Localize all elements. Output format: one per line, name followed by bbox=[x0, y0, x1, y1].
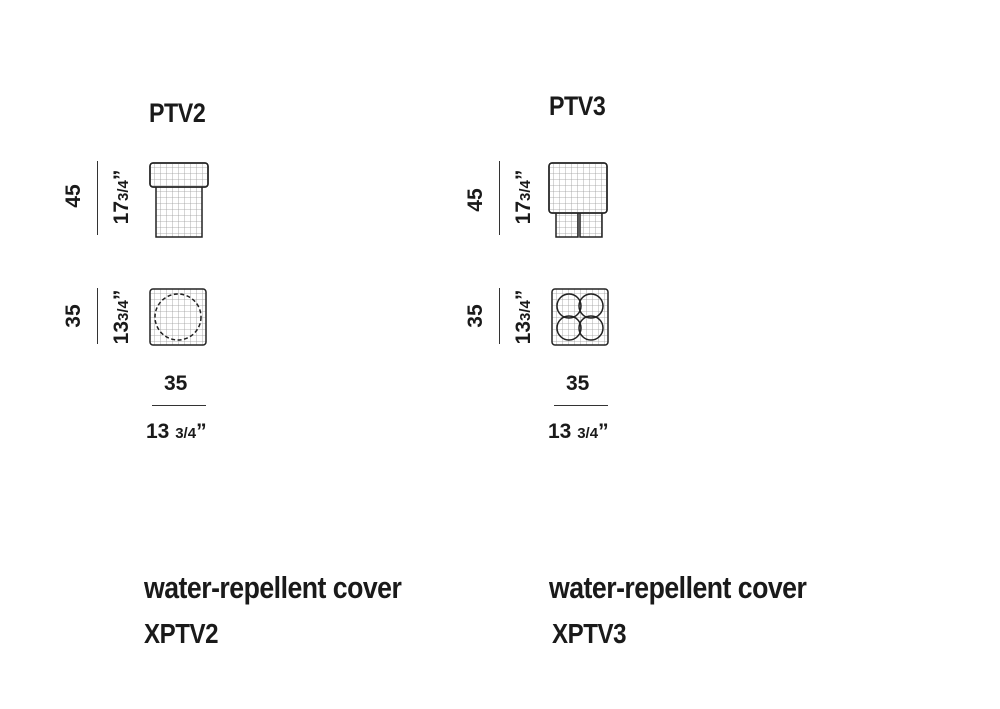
height-in-ptv2: 173/4” bbox=[110, 169, 133, 225]
product-title-ptv2: PTV2 bbox=[149, 98, 206, 128]
cover-code-ptv2: XPTV2 bbox=[144, 618, 219, 649]
side-view-ptv2 bbox=[149, 162, 209, 238]
depth-rule-ptv2 bbox=[97, 288, 98, 344]
height-rule-ptv2 bbox=[97, 161, 98, 235]
cover-code-ptv3: XPTV3 bbox=[552, 618, 627, 649]
height-rule-ptv3 bbox=[499, 161, 500, 235]
depth-rule-ptv3 bbox=[499, 288, 500, 344]
cover-label-ptv2: water-repellent cover bbox=[144, 570, 402, 605]
depth-cm-ptv2: 35 bbox=[62, 304, 85, 328]
depth-cm-ptv3: 35 bbox=[464, 304, 487, 328]
width-cm-ptv2: 35 bbox=[164, 372, 188, 395]
depth-in-ptv3: 133/4” bbox=[512, 289, 535, 345]
product-title-ptv3: PTV3 bbox=[549, 91, 606, 121]
depth-in-ptv2: 133/4” bbox=[110, 289, 133, 345]
height-in-ptv3: 173/4” bbox=[512, 169, 535, 225]
height-cm-ptv2: 45 bbox=[62, 184, 85, 208]
height-cm-ptv3: 45 bbox=[464, 188, 487, 212]
side-view-ptv3 bbox=[548, 162, 608, 238]
cover-label-ptv3: water-repellent cover bbox=[549, 570, 807, 605]
width-cm-ptv3: 35 bbox=[566, 372, 590, 395]
width-rule-ptv3 bbox=[554, 405, 608, 406]
width-rule-ptv2 bbox=[152, 405, 206, 406]
width-in-ptv2: 13 3/4” bbox=[146, 420, 207, 443]
top-view-ptv3 bbox=[551, 288, 609, 346]
width-in-ptv3: 13 3/4” bbox=[548, 420, 609, 443]
top-view-ptv2 bbox=[149, 288, 207, 346]
